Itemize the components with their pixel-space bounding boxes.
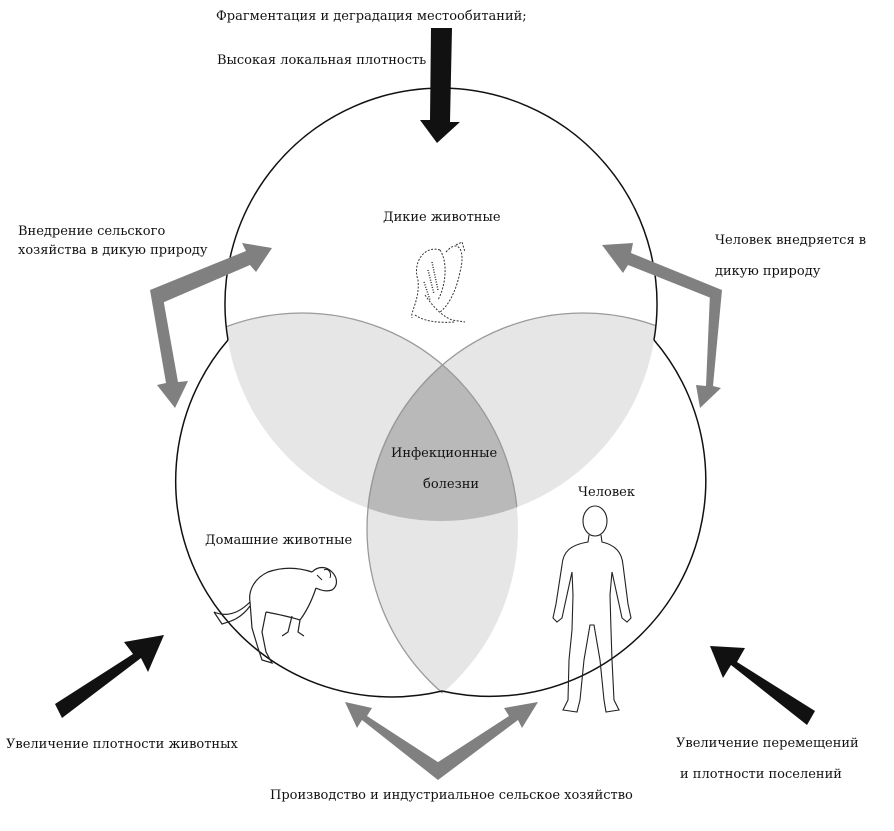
driver-right-line2: дикую природу (715, 264, 821, 279)
arrow-right-gray-to-wild (602, 243, 722, 300)
wild-animals-label: Дикие животные (383, 210, 501, 225)
driver-bottom-right-line1: Увеличение перемещений (676, 736, 859, 751)
arrow-bottom-left-black (55, 635, 164, 718)
driver-right-line1: Человек внедряется в (715, 233, 867, 248)
center-label-line1: Инфекционные (391, 446, 498, 461)
dog-icon (213, 566, 338, 664)
driver-left-line1: Внедрение сельского (18, 224, 166, 239)
center-label-line2: болезни (423, 477, 480, 492)
human-silhouette-icon (552, 505, 632, 713)
driver-bottom-right-line2: и плотности поселений (680, 767, 842, 782)
arrow-left-gray-to-wild (150, 243, 272, 303)
arrows-gray (150, 243, 722, 780)
inner-arcs (225, 312, 657, 745)
driver-left-line2: хозяйства в дикую природу (18, 243, 208, 258)
arrow-bottom-right-black (710, 646, 815, 725)
arrow-right-gray-to-human (696, 290, 722, 408)
driver-bottom: Производство и индустриальное сельское х… (270, 788, 633, 803)
arrow-bottom-gray-to-human (432, 702, 538, 780)
bird-icon (411, 241, 466, 323)
arrow-top-black (420, 28, 460, 143)
overlap-center (367, 313, 518, 521)
arrow-bottom-gray-to-domestic (345, 702, 444, 780)
arrow-left-gray-to-domestic (150, 290, 188, 408)
human-label: Человек (578, 485, 635, 500)
driver-top-line2: Высокая локальная плотность (217, 53, 427, 68)
domestic-animals-label: Домашние животные (205, 533, 353, 548)
driver-top-line1: Фрагментация и деградация местообитаний; (216, 9, 527, 24)
driver-bottom-left: Увеличение плотности животных (6, 737, 238, 752)
